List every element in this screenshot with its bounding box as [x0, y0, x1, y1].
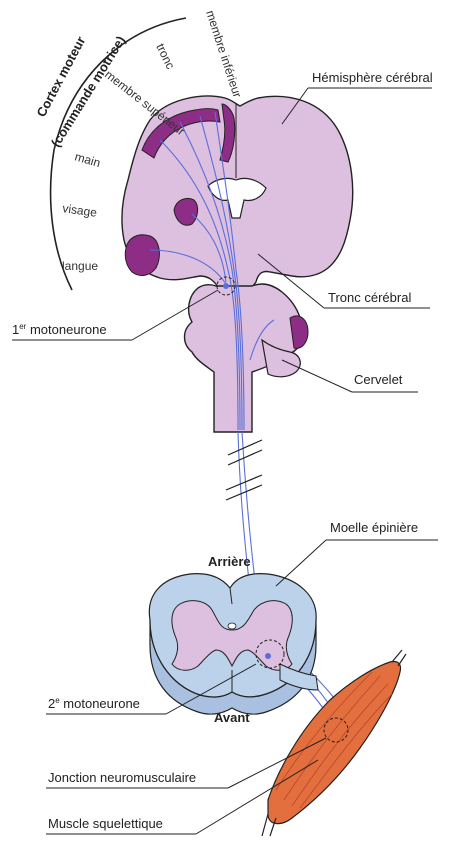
label-tronc-cerebral: Tronc cérébral — [328, 290, 411, 305]
cortex-patch-langue — [125, 235, 159, 276]
label-muscle: Muscle squelettique — [48, 816, 163, 831]
second-motoneurone-cell — [265, 653, 271, 659]
motoneurone2-text: motoneurone — [60, 696, 140, 711]
label-motoneurone1: 1er motoneurone — [12, 322, 107, 337]
region-langue: langue — [62, 259, 98, 273]
motoneurone1-number: 1 — [12, 322, 19, 337]
central-canal — [228, 623, 236, 629]
label-jonction: Jonction neuromusculaire — [48, 770, 196, 785]
spinal-cord-section — [149, 574, 318, 714]
label-hemisphere: Hémisphère cérébral — [312, 70, 433, 85]
label-moelle: Moelle épinière — [330, 520, 418, 535]
region-visage: visage — [62, 201, 99, 220]
leader-moelle — [276, 540, 438, 586]
label-cervelet: Cervelet — [354, 372, 403, 387]
first-motoneurone-cell — [223, 283, 229, 289]
label-motoneurone2: 2e motoneurone — [48, 696, 140, 711]
region-tronc: tronc — [153, 41, 177, 71]
region-membre-inferieur: membre inférieur — [203, 9, 244, 100]
label-avant: Avant — [214, 710, 250, 725]
label-arriere: Arrière — [208, 554, 251, 569]
region-membre-inferieur-text: membre inférieur — [203, 9, 244, 100]
region-main: main — [73, 149, 102, 170]
motoneurone2-number: 2 — [48, 696, 55, 711]
motoneurone1-text: motoneurone — [26, 322, 106, 337]
